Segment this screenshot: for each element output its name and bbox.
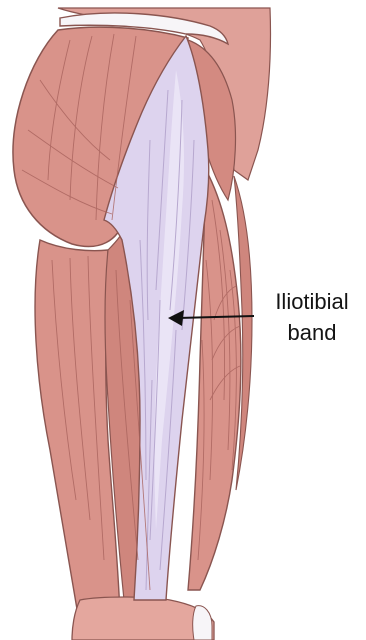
- knee-highlight: [193, 606, 212, 640]
- iliotibial-band-label: Iliotibial band: [258, 286, 366, 348]
